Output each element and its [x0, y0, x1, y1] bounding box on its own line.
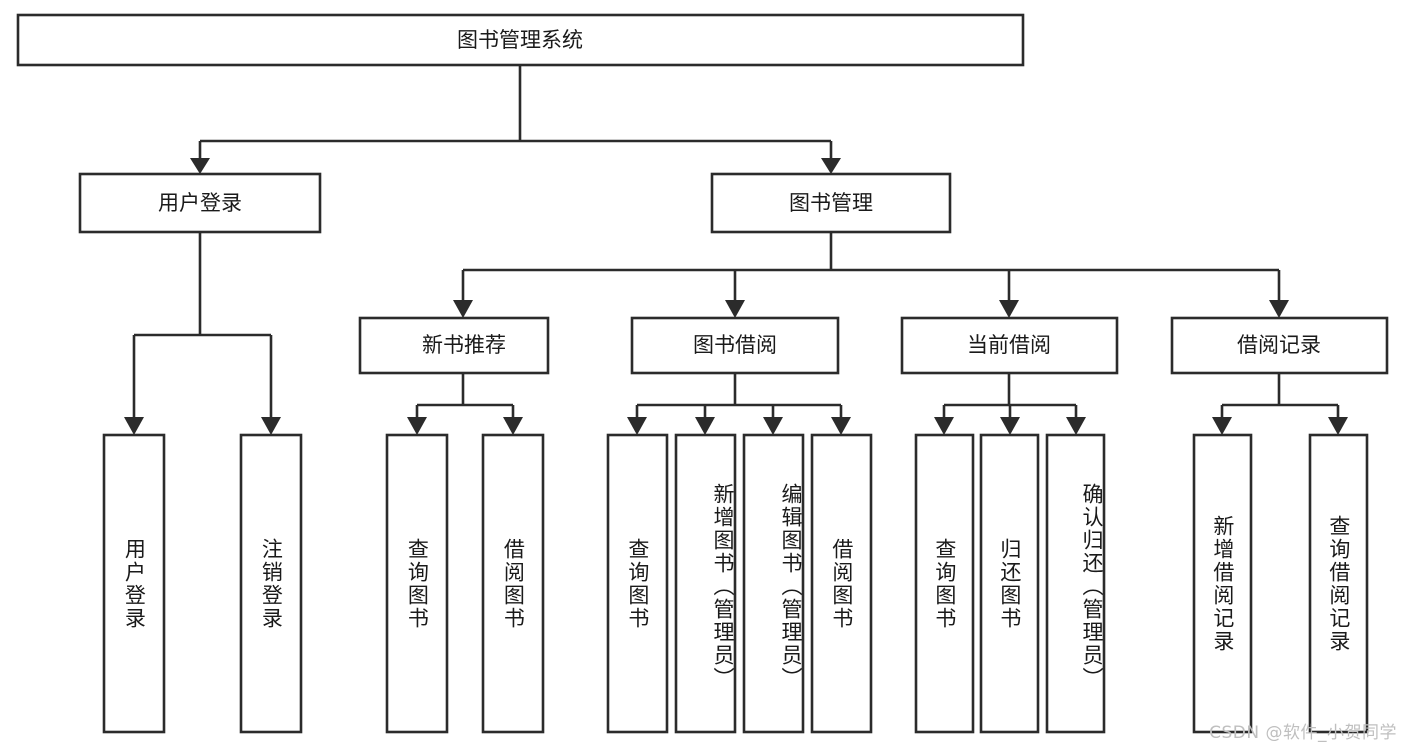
arrow-head-current-borrow	[999, 300, 1019, 318]
leaf-box-current-borrow-3[interactable]	[1045, 433, 1106, 734]
node-user-login-box[interactable]	[78, 172, 322, 234]
arrow-head-leaf-user-login	[124, 417, 144, 435]
node-book-management-label: 图书管理	[789, 191, 873, 215]
arrow-head-cb-leaf-3	[1066, 417, 1086, 435]
node-book-management[interactable]: 图书管理	[710, 172, 952, 234]
leaf-box-user-login-2[interactable]	[239, 433, 303, 734]
leaf-box-current-borrow-2[interactable]	[979, 433, 1040, 734]
node-root-box[interactable]	[16, 13, 1025, 67]
node-current-borrow-box[interactable]	[900, 316, 1119, 375]
leaf-box-current-borrow-1[interactable]	[914, 433, 975, 734]
arrow-head-user-login	[190, 158, 210, 174]
leaf-box-borrow-record-2[interactable]	[1308, 433, 1369, 734]
node-new-book-recommend-box[interactable]	[358, 316, 550, 375]
leaf-box-book-borrow-1[interactable]	[606, 433, 669, 734]
node-new-book-recommend-label: 新书推荐	[422, 333, 506, 357]
arrow-head-nb-leaf-1	[407, 417, 427, 435]
node-book-borrow[interactable]: 图书借阅	[630, 316, 840, 375]
leaf-box-book-borrow-2[interactable]	[674, 433, 737, 734]
arrow-head-bb-leaf-4	[831, 417, 851, 435]
node-borrow-record-box[interactable]	[1170, 316, 1389, 375]
arrow-head-cb-leaf-1	[934, 417, 954, 435]
arrow-head-new-book-recommend	[453, 300, 473, 318]
node-book-borrow-label: 图书借阅	[693, 333, 777, 357]
leaf-box-new-book-2[interactable]	[481, 433, 545, 734]
arrow-head-nb-leaf-2	[503, 417, 523, 435]
node-borrow-record[interactable]: 借阅记录	[1170, 316, 1389, 375]
arrow-head-br-leaf-2	[1328, 417, 1348, 435]
arrow-head-bb-leaf-2	[695, 417, 715, 435]
leaf-box-new-book-1[interactable]	[385, 433, 449, 734]
node-user-login-label: 用户登录	[158, 191, 242, 215]
node-book-borrow-box[interactable]	[630, 316, 840, 375]
node-user-login[interactable]: 用户登录	[78, 172, 322, 234]
node-current-borrow-label: 当前借阅	[967, 333, 1051, 357]
arrow-head-bb-leaf-3	[763, 417, 783, 435]
leaf-box-user-login-1[interactable]	[102, 433, 166, 734]
arrow-head-book-mgmt	[821, 158, 841, 174]
connector-group	[124, 65, 1348, 435]
node-borrow-record-label: 借阅记录	[1237, 333, 1321, 357]
node-root-label: 图书管理系统	[457, 28, 583, 52]
arrow-head-bb-leaf-1	[627, 417, 647, 435]
leaf-box-book-borrow-3[interactable]	[742, 433, 805, 734]
leaf-box-borrow-record-1[interactable]	[1192, 433, 1253, 734]
arrow-head-borrow-record	[1269, 300, 1289, 318]
arrow-head-leaf-logout	[261, 417, 281, 435]
arrow-head-br-leaf-1	[1212, 417, 1232, 435]
node-new-book-recommend[interactable]: 新书推荐	[358, 316, 550, 375]
arrow-head-book-borrow	[725, 300, 745, 318]
node-current-borrow[interactable]: 当前借阅	[900, 316, 1119, 375]
leaf-box-book-borrow-4[interactable]	[810, 433, 873, 734]
node-root[interactable]: 图书管理系统	[16, 13, 1025, 67]
node-book-management-box[interactable]	[710, 172, 952, 234]
watermark-text: CSDN @软件_小贺同学	[1209, 723, 1397, 743]
arrow-head-cb-leaf-2	[1000, 417, 1020, 435]
